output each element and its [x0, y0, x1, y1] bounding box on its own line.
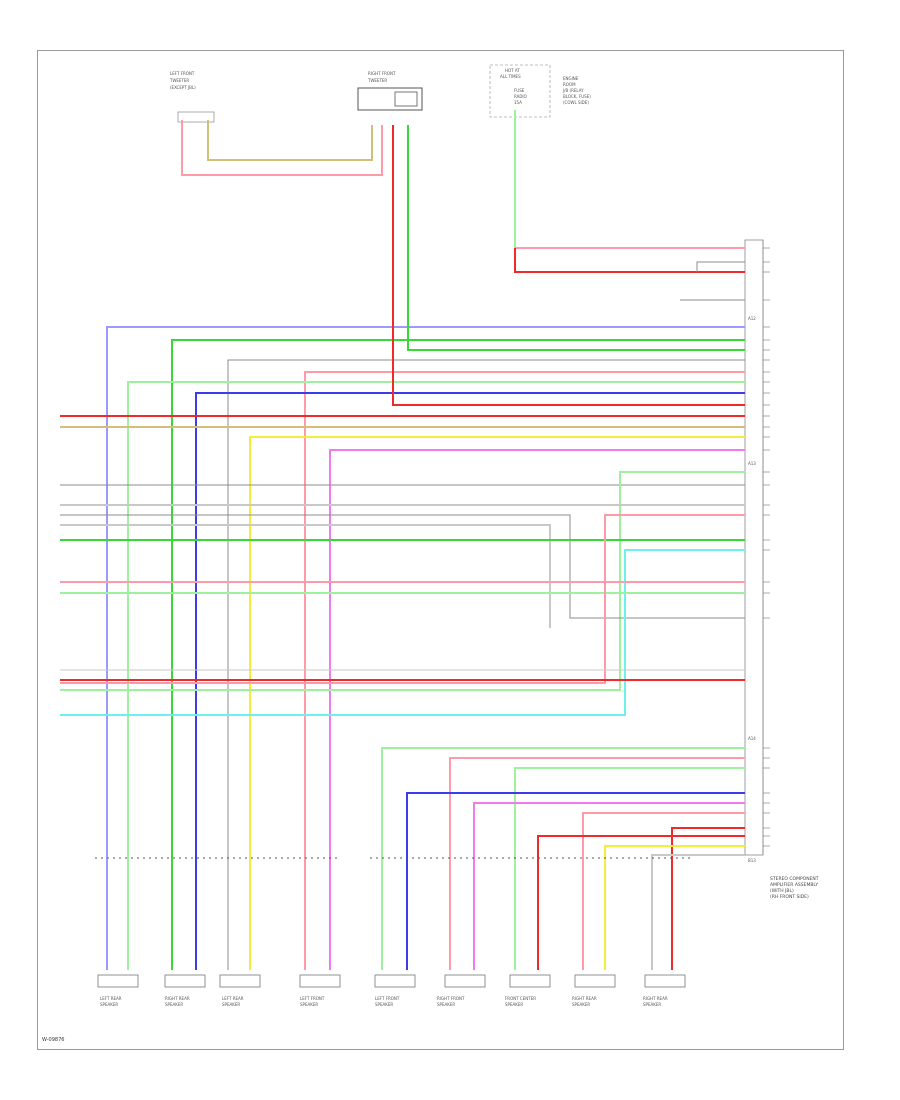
svg-text:TWEETER: TWEETER — [169, 78, 189, 83]
wire-light-gray-3 — [651, 854, 745, 970]
svg-text:LEFT REAR: LEFT REAR — [100, 996, 122, 1001]
wire-red-3 — [537, 835, 745, 970]
svg-text:FRONT CENTER: FRONT CENTER — [505, 996, 536, 1001]
svg-text:STEREO COMPONENT: STEREO COMPONENT — [770, 876, 819, 882]
svg-text:(RH FRONT SIDE): (RH FRONT SIDE) — [770, 894, 809, 900]
wire-fuse-red — [514, 248, 745, 273]
page-code: W-09876 — [42, 1037, 65, 1043]
wire-pink-4 — [582, 812, 745, 970]
svg-text:LEFT FRONT: LEFT FRONT — [170, 71, 195, 76]
diagram-frame — [37, 50, 844, 1050]
svg-text:SPEAKER: SPEAKER — [643, 1002, 661, 1007]
wire-yellow — [249, 436, 745, 970]
wire-gray-3 — [60, 514, 745, 619]
svg-text:LEFT FRONT: LEFT FRONT — [375, 996, 400, 1001]
svg-text:SPEAKER: SPEAKER — [222, 1002, 240, 1007]
svg-text:ALL TIMES: ALL TIMES — [500, 74, 521, 79]
svg-text:BLOCK, FUSE): BLOCK, FUSE) — [563, 94, 591, 99]
svg-text:RADIO: RADIO — [514, 94, 527, 99]
svg-text:LEFT REAR: LEFT REAR — [222, 996, 244, 1001]
wire-light-blue — [106, 326, 745, 970]
wire-tweeter-tan — [207, 120, 373, 161]
wire-group-bottom — [381, 747, 745, 970]
fuse-block: HOT AT ALL TIMES FUSE RADIO 15A ENGINE R… — [489, 64, 591, 118]
wire-cyan — [60, 549, 745, 716]
wire-green-tweeter — [407, 125, 745, 351]
svg-text:ENGINE: ENGINE — [563, 76, 579, 81]
svg-text:SPEAKER: SPEAKER — [572, 1002, 590, 1007]
tweeter-connector — [357, 87, 423, 111]
svg-text:B13: B13 — [748, 858, 756, 863]
left-front-tweeter: LEFT FRONT TWEETER (EXCEPT JBL) — [169, 71, 215, 123]
svg-text:A12: A12 — [748, 316, 756, 321]
wire-magenta — [329, 449, 745, 970]
wire-light-green-5 — [514, 767, 745, 970]
wire-group-top — [181, 110, 745, 301]
svg-text:SPEAKER: SPEAKER — [437, 1002, 455, 1007]
svg-text:RIGHT FRONT: RIGHT FRONT — [368, 71, 396, 76]
wire-light-green-1 — [127, 381, 745, 970]
svg-text:SPEAKER: SPEAKER — [375, 1002, 393, 1007]
svg-text:(EXCEPT JBL): (EXCEPT JBL) — [170, 85, 196, 90]
wire-pink-1 — [304, 371, 745, 970]
svg-text:TWEETER: TWEETER — [367, 78, 387, 83]
wire-green-1 — [171, 339, 745, 970]
wire-ground-gray — [696, 261, 745, 272]
svg-text:SPEAKER: SPEAKER — [505, 1002, 523, 1007]
svg-text:15A: 15A — [514, 100, 522, 105]
svg-text:RIGHT REAR: RIGHT REAR — [572, 996, 597, 1001]
svg-text:RIGHT FRONT: RIGHT FRONT — [437, 996, 465, 1001]
svg-text:(WITH JBL): (WITH JBL) — [770, 888, 794, 894]
amplifier-connector: A12 A13 A14 B13 STEREO COMPONENT AMPLIFI… — [744, 239, 819, 900]
wire-red-tweeter — [392, 125, 745, 406]
wire-light-green-4 — [381, 747, 745, 970]
svg-text:RIGHT REAR: RIGHT REAR — [165, 996, 190, 1001]
svg-text:LEFT FRONT: LEFT FRONT — [300, 996, 325, 1001]
svg-text:SPEAKER: SPEAKER — [165, 1002, 183, 1007]
svg-text:SPEAKER: SPEAKER — [100, 1002, 118, 1007]
svg-text:HOT AT: HOT AT — [505, 68, 520, 73]
wire-tweeter-pink — [181, 120, 383, 176]
wire-pink-3 — [449, 757, 745, 970]
wire-gray-1 — [227, 359, 745, 970]
svg-text:ROOM: ROOM — [563, 82, 576, 87]
right-front-tweeter: RIGHT FRONT TWEETER — [357, 71, 423, 111]
svg-text:AMPLIFIER ASSEMBLY: AMPLIFIER ASSEMBLY — [770, 882, 818, 888]
wire-group-main — [60, 125, 745, 970]
svg-text:A13: A13 — [748, 461, 756, 466]
svg-text:J/B (RELAY: J/B (RELAY — [562, 88, 584, 93]
wire-blue-2 — [406, 792, 745, 970]
svg-text:SPEAKER: SPEAKER — [300, 1002, 318, 1007]
wire-red-2 — [671, 827, 745, 970]
svg-text:RIGHT REAR: RIGHT REAR — [643, 996, 668, 1001]
wire-blue-1 — [195, 392, 745, 970]
wire-magenta-2 — [473, 802, 745, 970]
svg-text:A14: A14 — [748, 736, 756, 741]
wire-yellow-2 — [604, 845, 745, 970]
svg-text:FUSE: FUSE — [514, 88, 525, 93]
wire-pink-2 — [60, 514, 745, 684]
svg-text:(COWL SIDE): (COWL SIDE) — [563, 100, 589, 105]
pin-ticks — [763, 247, 770, 847]
